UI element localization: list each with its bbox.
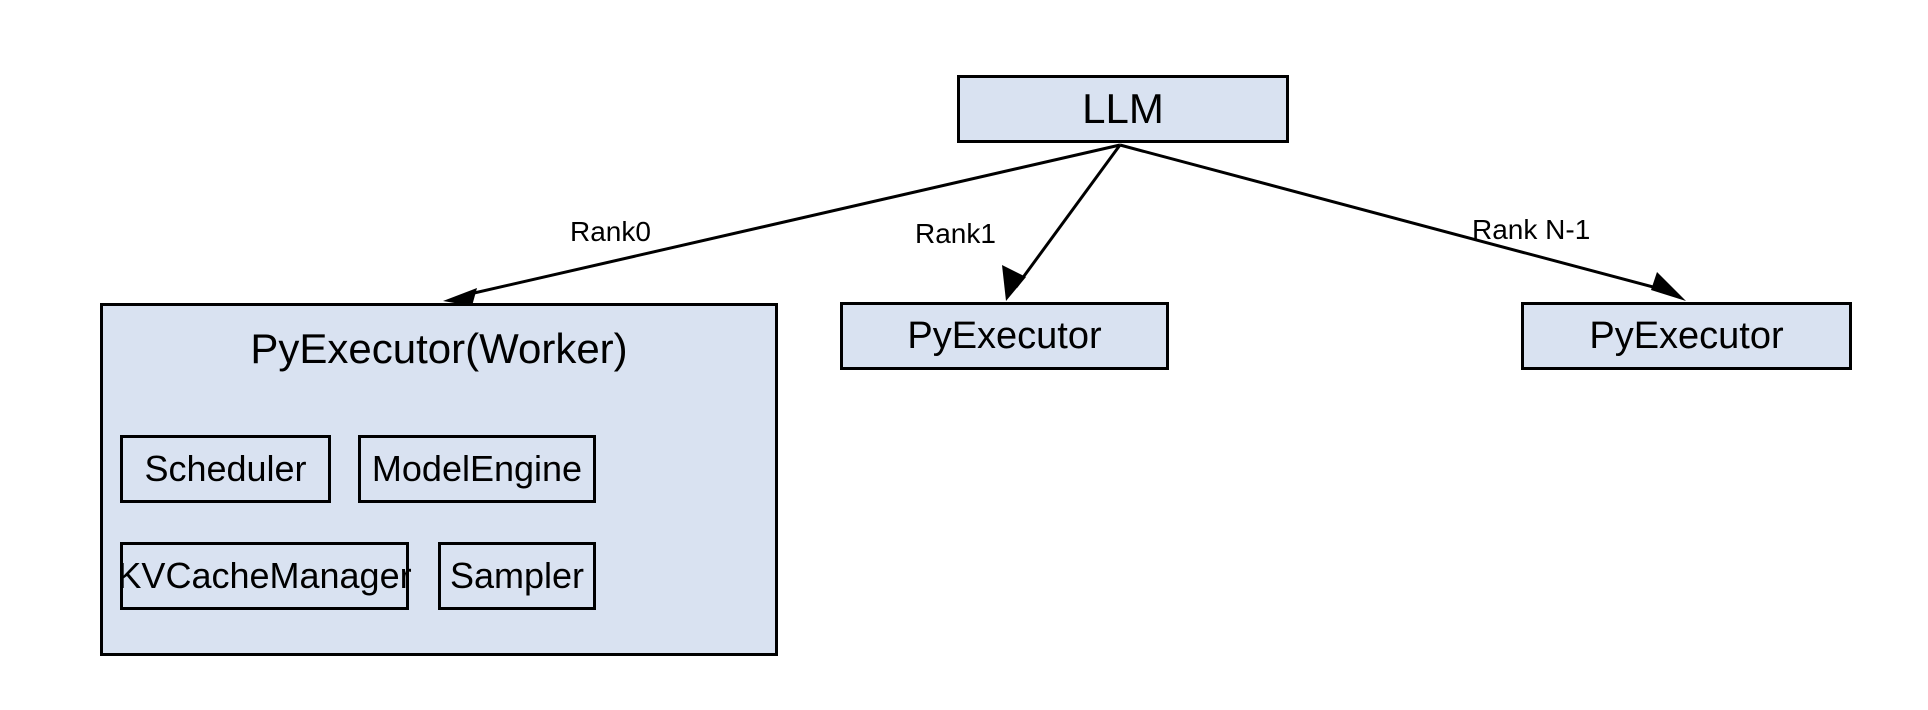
edge-rank1 (1002, 144, 1122, 301)
node-scheduler[interactable]: Scheduler (120, 435, 331, 503)
node-kv-cache-manager[interactable]: KVCacheManager (117, 542, 412, 610)
node-sampler[interactable]: Sampler (438, 542, 596, 610)
edge-rank0 (443, 143, 1121, 306)
edge-label-rank-n-1: Rank N-1 (1472, 214, 1591, 245)
node-pyexecutor-rank1[interactable]: PyExecutor (840, 302, 1169, 370)
node-pyexecutor-worker-title: PyExecutor(Worker) (250, 325, 628, 372)
edge-label-rank0: Rank0 (570, 216, 651, 247)
node-pyexecutor-rank-n-1[interactable]: PyExecutor (1521, 302, 1852, 370)
edge-rank-n-1 (1119, 143, 1686, 301)
node-llm[interactable]: LLM (957, 75, 1289, 143)
edge-label-rank1: Rank1 (915, 218, 996, 249)
node-model-engine[interactable]: ModelEngine (358, 435, 596, 503)
